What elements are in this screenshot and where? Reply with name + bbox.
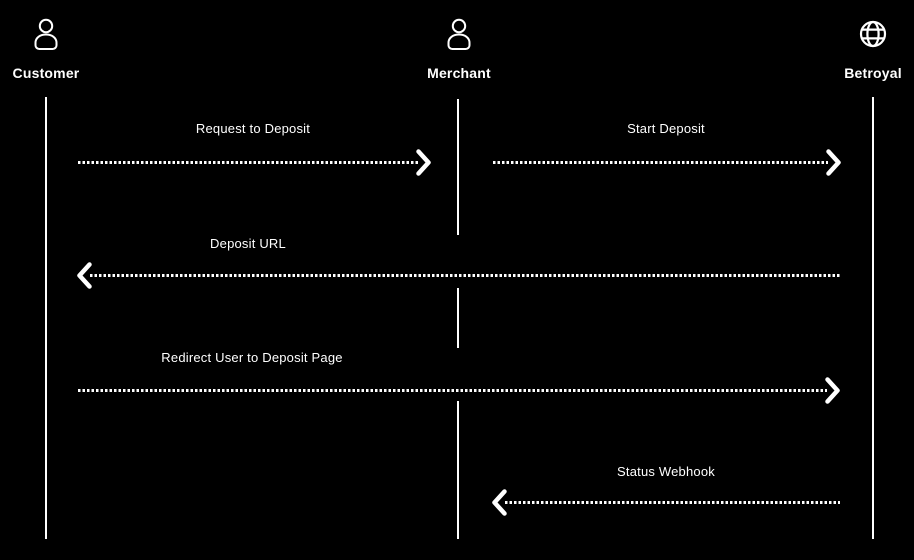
lifeline-merchant-segment-2 — [457, 288, 459, 348]
globe-icon — [859, 18, 887, 50]
message-line — [78, 161, 418, 164]
message-line — [505, 501, 840, 504]
message-label: Deposit URL — [210, 236, 286, 251]
arrowhead-left-icon — [77, 262, 92, 289]
arrowhead-right-icon — [416, 149, 431, 176]
actor-customer: Customer — [0, 18, 106, 81]
message-line — [78, 389, 827, 392]
actor-label-customer: Customer — [12, 65, 80, 81]
message-label: Request to Deposit — [195, 121, 311, 136]
arrowhead-left-icon — [492, 489, 507, 516]
actor-label-betroyal: Betroyal — [844, 65, 902, 81]
lifeline-betroyal — [872, 97, 874, 539]
actor-betroyal: Betroyal — [813, 18, 914, 81]
message-line — [493, 161, 828, 164]
actor-label-merchant: Merchant — [427, 65, 491, 81]
arrowhead-right-icon — [826, 149, 841, 176]
person-icon — [447, 18, 471, 50]
message-label: Redirect User to Deposit Page — [161, 350, 343, 365]
lifeline-customer — [45, 97, 47, 539]
lifeline-merchant-segment-1 — [457, 99, 459, 235]
message-label: Start Deposit — [627, 121, 705, 136]
message-label: Status Webhook — [617, 464, 715, 479]
actor-merchant: Merchant — [399, 18, 519, 81]
person-icon — [34, 18, 58, 50]
lifeline-merchant-segment-3 — [457, 401, 459, 539]
arrowhead-right-icon — [825, 377, 840, 404]
message-line — [90, 274, 840, 277]
